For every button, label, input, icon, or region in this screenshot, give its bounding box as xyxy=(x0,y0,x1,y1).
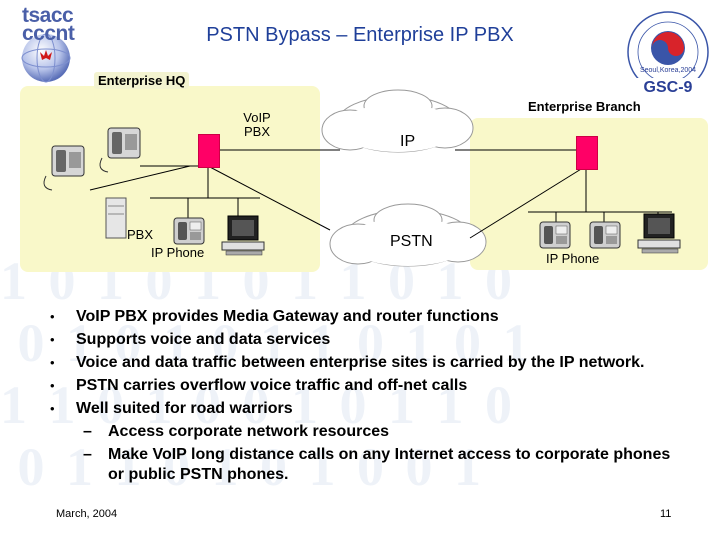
sub-bullet-dash: – xyxy=(83,423,92,440)
sub-bullet-item: –Make VoIP long distance calls on any In… xyxy=(50,445,690,485)
voip-pbx-label-line1: VoIP xyxy=(243,110,271,125)
computer-icon xyxy=(221,215,265,256)
sub-bullet-dash: – xyxy=(83,446,92,463)
ip-cloud-label: IP xyxy=(400,133,416,150)
logo-text-line2: cccnt xyxy=(22,22,75,45)
branch-connections xyxy=(455,149,672,239)
footer-date: March, 2004 xyxy=(56,508,118,520)
desk-phone-icon xyxy=(99,127,141,173)
bullet-dot: • xyxy=(50,401,55,416)
bullet-text: VoIP PBX provides Media Gateway and rout… xyxy=(76,308,499,325)
bullet-item: • Supports voice and data services xyxy=(50,330,690,350)
gsc9-logo-text: GSC-9 xyxy=(644,79,693,96)
pstn-cloud-label: PSTN xyxy=(390,233,433,250)
sub-bullet-item: –Access corporate network resources xyxy=(50,422,690,442)
gsc9-logo-ring-text: Seoul,Korea,2004 xyxy=(640,67,696,74)
globe-icon xyxy=(21,33,71,83)
ip-phone-icon xyxy=(589,221,621,249)
slide-title: PSTN Bypass – Enterprise IP PBX xyxy=(206,24,514,46)
computer-icon xyxy=(637,213,681,254)
pbx-label: PBX xyxy=(127,227,154,242)
branch-voip-pbx-box xyxy=(576,136,598,170)
bullet-text: Well suited for road warriors xyxy=(76,400,293,417)
ip-cloud xyxy=(321,89,474,153)
enterprise-branch-label: Enterprise Branch xyxy=(528,99,641,114)
bullet-dot: • xyxy=(50,355,55,370)
bullet-text: Voice and data traffic between enterpris… xyxy=(76,354,645,371)
bullet-item: • Voice and data traffic between enterpri… xyxy=(50,353,690,373)
logo-text-line1: tsacc xyxy=(22,4,74,27)
bullet-item: • PSTN carries overflow voice traffic and… xyxy=(50,376,690,396)
hq-connections xyxy=(89,149,340,231)
bullet-dot: • xyxy=(50,378,55,393)
enterprise-hq-label: Enterprise HQ xyxy=(94,72,190,89)
bullet-text: Supports voice and data services xyxy=(76,331,331,348)
desk-phone-icon xyxy=(43,145,85,191)
bullet-item: • VoIP PBX provides Media Gateway and rou… xyxy=(50,307,690,327)
hq-ip-phone-label: IP Phone xyxy=(151,245,205,260)
branch-ip-phone-label: IP Phone xyxy=(546,251,600,266)
hq-panel xyxy=(20,86,320,272)
gsc9-logo: GSC-9 Seoul,Korea,2004 xyxy=(622,8,714,96)
sub-bullet-text: Access corporate network resources xyxy=(108,423,390,440)
bullet-list: • VoIP PBX provides Media Gateway and rou… xyxy=(50,307,690,488)
footer-page-number: 11 xyxy=(660,508,672,520)
bullet-item: • Well suited for road warriors xyxy=(50,399,690,419)
hq-voip-pbx-box xyxy=(198,134,220,168)
pstn-cloud xyxy=(329,203,487,267)
ip-phone-icon xyxy=(539,221,571,249)
bullet-text: PSTN carries overflow voice traffic and … xyxy=(76,377,468,394)
bullet-dot: • xyxy=(50,332,55,347)
voip-pbx-label-line2: PBX xyxy=(243,124,270,139)
pbx-cabinet-icon xyxy=(105,197,127,239)
tsacc-logo: tsacc cccnt xyxy=(0,0,90,90)
ip-phone-icon xyxy=(173,217,205,245)
sub-bullet-text: Make VoIP long distance calls on any Int… xyxy=(108,446,671,483)
bullet-dot: • xyxy=(50,309,55,324)
